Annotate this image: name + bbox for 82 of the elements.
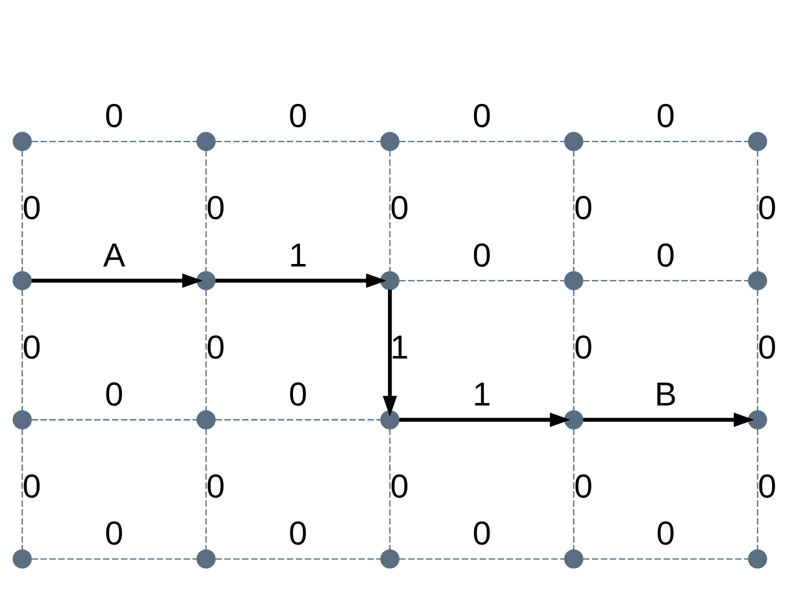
edge-label: 0 (574, 468, 593, 506)
node-circle (564, 132, 584, 152)
node-circle (564, 271, 584, 290)
connector (399, 280, 565, 282)
connector (573, 150, 574, 272)
connector (205, 150, 207, 272)
node-circle (564, 549, 584, 569)
node-circle (12, 549, 32, 569)
node-circle (196, 132, 216, 152)
edge-label: 0 (206, 468, 225, 506)
connector (22, 150, 23, 272)
connector (756, 428, 758, 550)
connector (215, 419, 381, 420)
arrow (583, 412, 754, 427)
edge-label: 0 (574, 190, 593, 228)
edge-label: 0 (22, 190, 42, 228)
edge-label: 0 (758, 468, 776, 506)
node-circle (380, 271, 400, 290)
connector (756, 290, 758, 411)
edge-label: 1 (472, 376, 492, 414)
connector (32, 558, 197, 560)
connector (22, 290, 23, 411)
edge-label: 0 (22, 329, 42, 366)
node-circle (380, 410, 400, 430)
edge-label: B (654, 376, 677, 414)
connector (389, 150, 391, 272)
edge-label: 0 (758, 190, 776, 228)
edge-label: 0 (656, 237, 675, 274)
edge-label: 0 (574, 329, 593, 366)
node-circle (12, 271, 32, 290)
node-circle (748, 132, 768, 152)
connector (205, 428, 207, 550)
connector (583, 280, 748, 282)
connector (573, 290, 574, 411)
node-circle (196, 549, 216, 569)
node-circle (196, 271, 216, 290)
edge-label: 0 (390, 190, 409, 228)
arrow (399, 412, 570, 427)
node-circle (196, 410, 216, 430)
edge-label: 0 (104, 516, 124, 553)
connector (399, 558, 565, 560)
edge-label: A (103, 237, 126, 274)
connector (583, 140, 748, 142)
connector (32, 419, 197, 420)
edge-label: 1 (390, 329, 409, 366)
node-circle (748, 410, 768, 430)
edge-label: 0 (206, 329, 225, 366)
connector (22, 428, 23, 550)
edge-label: 0 (656, 98, 675, 136)
node-circle (380, 132, 400, 152)
arrow (382, 290, 398, 416)
arrow (215, 273, 387, 288)
edge-label: 0 (22, 468, 42, 506)
node-circle (12, 410, 32, 430)
edge-label: 1 (288, 237, 308, 274)
node-circle (12, 132, 32, 152)
edge-label: 0 (104, 98, 124, 136)
connector (215, 140, 381, 142)
connector (215, 558, 381, 560)
edge-label: 0 (390, 468, 409, 506)
connector (756, 150, 758, 272)
connector (205, 290, 207, 411)
edge-label: 0 (758, 329, 776, 366)
edge-label: 0 (288, 376, 308, 414)
connector (32, 140, 197, 142)
edge-label: 0 (104, 376, 124, 414)
node-circle (748, 549, 768, 569)
connector (583, 558, 748, 560)
edge-label: 0 (288, 516, 308, 553)
connector (573, 428, 574, 550)
edge-label: 0 (472, 516, 492, 553)
connector (389, 428, 391, 550)
edge-label: 0 (472, 237, 492, 274)
arrow (32, 273, 203, 288)
edge-label: 0 (288, 98, 308, 136)
node-circle (564, 410, 584, 430)
connector (399, 140, 565, 142)
node-circle (380, 549, 400, 569)
edge-label: 0 (656, 516, 675, 553)
node-circle (748, 271, 768, 290)
edge-label: 0 (472, 98, 492, 136)
edge-label: 0 (206, 190, 225, 228)
